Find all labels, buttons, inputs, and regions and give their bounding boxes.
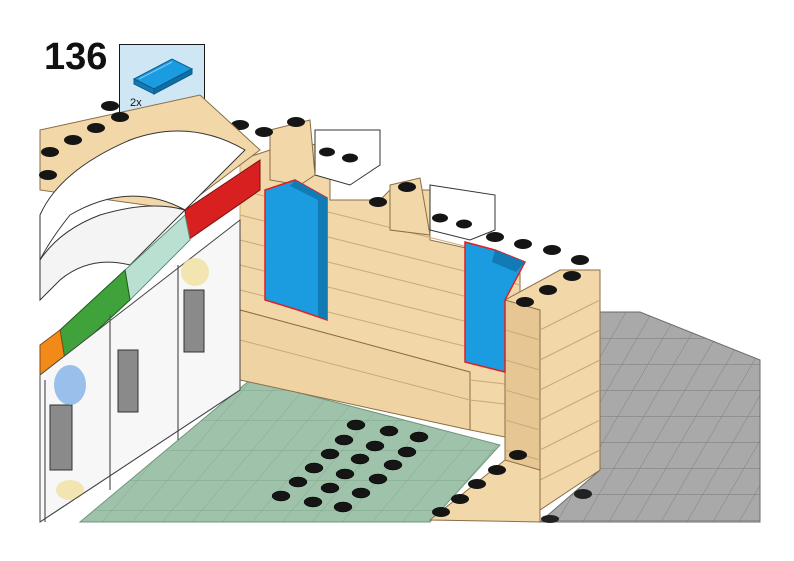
wall-top-studs xyxy=(206,113,431,236)
parts-callout: 2x xyxy=(119,44,205,121)
shop-windows xyxy=(39,218,241,523)
step-number: 136 xyxy=(44,36,108,78)
left-facade xyxy=(39,94,261,376)
blue-flat-tile-icon xyxy=(132,58,194,95)
new-blue-tiles xyxy=(264,179,527,373)
part-quantity: 2x xyxy=(130,97,142,109)
floor-studs xyxy=(271,419,429,513)
green-floor xyxy=(78,379,501,523)
white-bricks xyxy=(314,129,496,241)
front-lower-wall xyxy=(428,450,541,523)
